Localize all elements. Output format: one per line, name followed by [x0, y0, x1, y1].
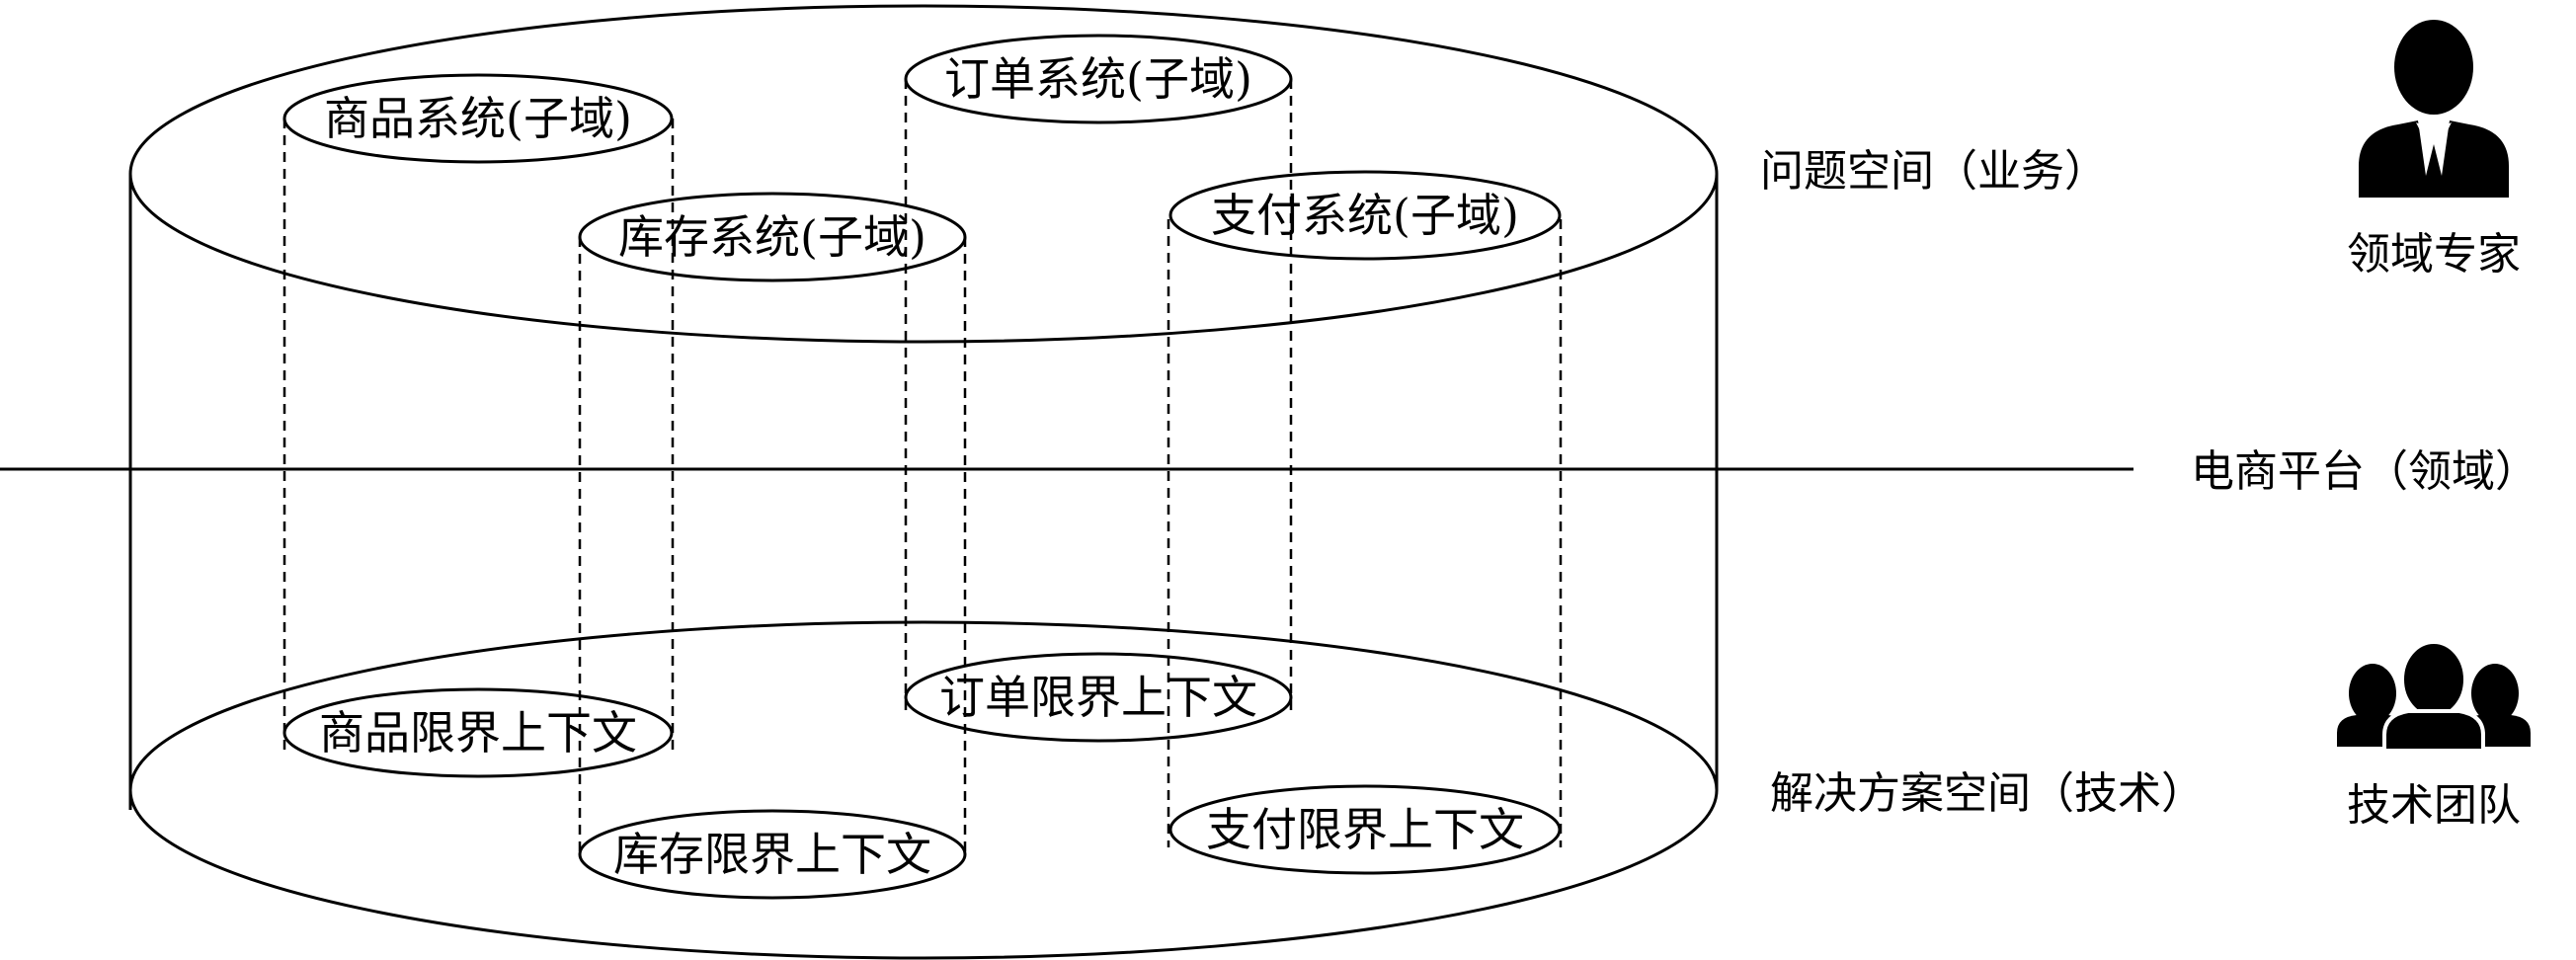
connectors [282, 79, 1563, 854]
subdomain-product-ellipse [282, 73, 674, 164]
context-inventory-label: 库存限界上下文 [613, 828, 931, 881]
solution-space-label: 解决方案空间（技术） [1770, 768, 2205, 819]
subdomain-inventory-ellipse [578, 192, 967, 282]
subdomain-inventory-label: 库存系统(子域) [618, 210, 926, 264]
subdomains: 商品系统(子域) 订单系统(子域) 库存系统(子域) 支付系统(子域) [282, 34, 1562, 282]
subdomain-order-label: 订单系统(子域) [944, 52, 1252, 106]
solution-space-ellipse [128, 620, 1719, 960]
expert-label: 领域专家 [2347, 229, 2521, 280]
problem-space-ellipse [128, 4, 1719, 344]
bounded-contexts: 商品限界上下文 订单限界上下文 库存限界上下文 支付限界上下文 [282, 652, 1562, 900]
cylinder [128, 4, 1719, 960]
context-payment-label: 支付限界上下文 [1206, 803, 1524, 856]
context-order-ellipse [904, 652, 1293, 743]
context-payment-ellipse [1168, 784, 1562, 875]
group-icon [2337, 640, 2531, 753]
subdomain-payment-label: 支付系统(子域) [1211, 189, 1519, 242]
context-order-label: 订单限界上下文 [939, 671, 1257, 724]
context-product-label: 商品限界上下文 [319, 706, 637, 760]
person-icon [2359, 20, 2509, 198]
context-product-ellipse [282, 687, 674, 778]
team-label: 技术团队 [2347, 780, 2521, 831]
domain-label: 电商平台（领域） [2191, 446, 2538, 497]
subdomain-product-label: 商品系统(子域) [324, 92, 632, 145]
context-inventory-ellipse [578, 809, 967, 900]
problem-space-label: 问题空间（业务） [1760, 146, 2108, 197]
subdomain-payment-ellipse [1168, 170, 1562, 261]
subdomain-order-ellipse [904, 34, 1293, 124]
